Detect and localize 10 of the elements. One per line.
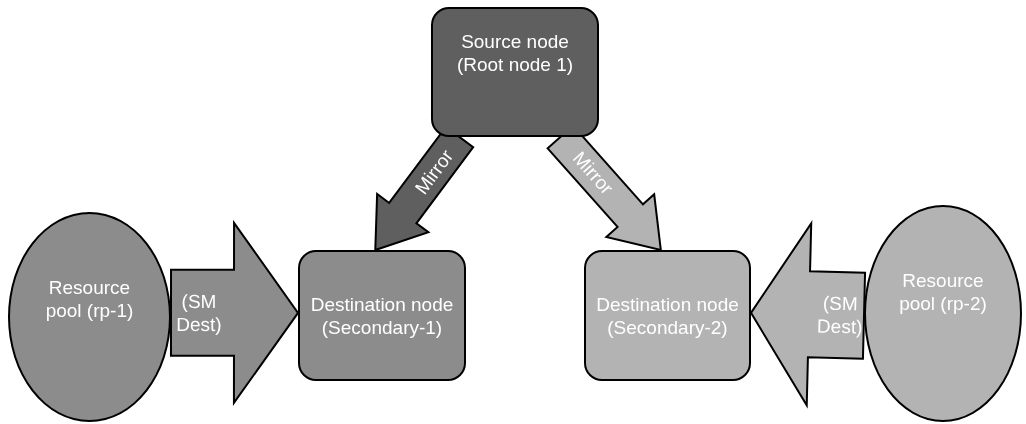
node-label: Destination node (Secondary-1) xyxy=(309,292,455,339)
edge-label: (SM Dest) xyxy=(816,291,865,339)
node-box xyxy=(431,7,599,137)
node-label: Source node (Root node 1) xyxy=(455,30,575,76)
node-label: Resource pool (rp-2) xyxy=(898,268,988,315)
node-label: Destination node (Secondary-2) xyxy=(595,292,740,339)
node-label: Resource pool (rp-1) xyxy=(44,276,135,322)
node-box xyxy=(298,250,466,381)
edge-label: (SM Dest) xyxy=(174,289,223,336)
node-box xyxy=(584,250,751,381)
